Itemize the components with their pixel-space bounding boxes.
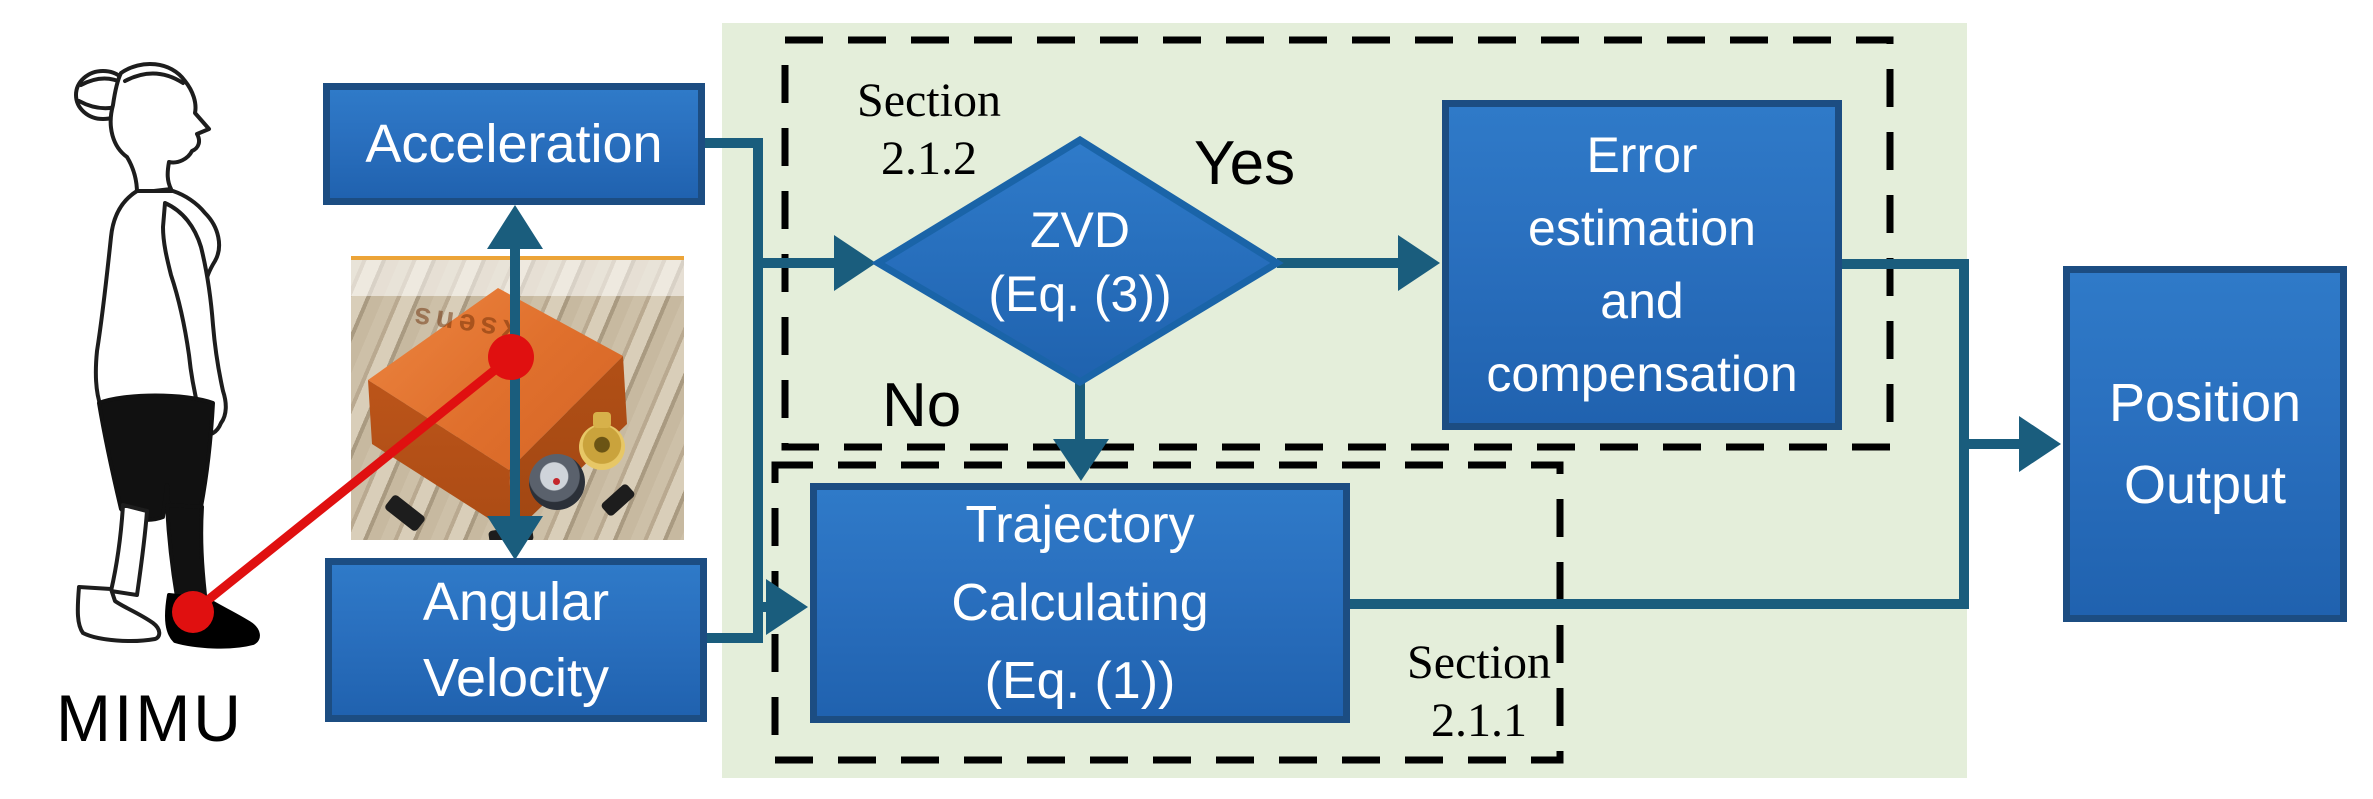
marker-dot-sensor: [488, 334, 534, 380]
zvd-line2: (Eq. (3)): [988, 266, 1172, 322]
hairline: [123, 71, 185, 85]
node-trajectory-line1: Trajectory: [965, 496, 1195, 554]
node-trajectory-line3: (Eq. (1)): [984, 652, 1176, 710]
arrowhead-into-trajectory-top: [1053, 439, 1109, 481]
section-label-211: Section 2.1.1: [1374, 634, 1584, 750]
inputs-bus-line: [705, 138, 763, 643]
section-211-line1: Section: [1407, 636, 1551, 689]
node-acceleration-label: Acceleration: [365, 114, 663, 174]
marker-dot-ankle: [172, 591, 214, 633]
human-figure-illustration: [74, 61, 260, 649]
section-212-line2: 2.1.2: [881, 132, 977, 185]
zvd-diamond-label: ZVD (Eq. (3)): [928, 196, 1232, 328]
node-error-line4: compensation: [1486, 346, 1798, 402]
arrowhead-into-zvd: [834, 235, 876, 291]
arrowheads: [487, 205, 2061, 635]
zvd-diamond: [871, 135, 1284, 387]
outputs-merge-line: [1350, 259, 1969, 609]
section-212-line1: Section: [857, 74, 1001, 127]
connectors: [510, 138, 2023, 643]
node-position-line2: Output: [2123, 455, 2287, 515]
node-acceleration: Acceleration: [323, 83, 705, 205]
node-angular-line1: Angular: [422, 572, 610, 632]
node-trajectory-calculating: Trajectory Calculating (Eq. (1)): [810, 483, 1350, 723]
node-trajectory-line2: Calculating: [951, 574, 1209, 632]
node-angular-velocity: Angular Velocity: [325, 558, 707, 722]
sensor-round-connector: [529, 454, 585, 510]
marker-red-line: [190, 353, 514, 616]
mimu-location-marker: [172, 334, 534, 633]
arrowhead-into-error: [1398, 235, 1440, 291]
arrowhead-down-angular: [487, 516, 543, 560]
node-error-line3: and: [1600, 273, 1684, 329]
section-label-212: Section 2.1.2: [824, 72, 1034, 188]
node-position-output: Position Output: [2063, 266, 2347, 622]
back-lower-leg: [109, 503, 149, 597]
node-error-line1: Error: [1586, 127, 1698, 183]
arrowhead-into-position: [2019, 416, 2061, 472]
node-position-line1: Position: [2108, 373, 2302, 433]
sensor-sma-connector: [579, 412, 625, 470]
section-211-border: [771, 461, 1564, 764]
node-error-estimation: Error estimation and compensation: [1442, 100, 1842, 430]
arrowhead-into-trajectory-left: [766, 579, 808, 635]
node-error-line2: estimation: [1528, 200, 1756, 256]
zvd-line1: ZVD: [1030, 202, 1130, 258]
node-angular-line2: Velocity: [422, 648, 610, 708]
mimu-label: MIMU: [56, 681, 244, 755]
edge-label-no: No: [882, 371, 962, 440]
back-foot: [75, 585, 162, 643]
arrowhead-up-acceleration: [487, 205, 543, 249]
edge-label-yes: Yes: [1194, 129, 1296, 198]
head-face: [108, 61, 211, 195]
section-dashed-borders: [771, 36, 1894, 764]
section-211-line2: 2.1.1: [1431, 694, 1527, 747]
